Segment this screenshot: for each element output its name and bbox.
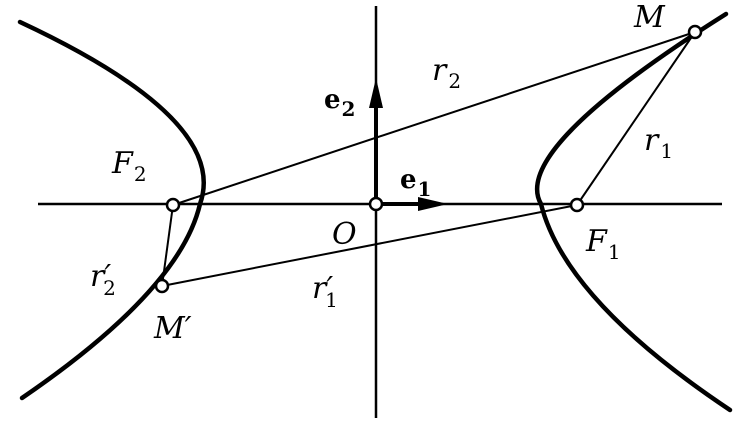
label-e1: e1	[400, 165, 431, 201]
label-r2-prime: r′2	[90, 259, 116, 300]
point-F1	[569, 197, 585, 213]
arrowhead-e1-icon	[418, 197, 448, 211]
label-e2: e2	[324, 85, 355, 121]
label-F1: F1	[585, 224, 621, 264]
label-M-prime: M′	[153, 311, 192, 346]
label-F2: F2	[111, 146, 147, 186]
segment-r2-prime	[161, 204, 174, 287]
segment-r1-prime	[161, 204, 578, 287]
point-M-prime	[154, 278, 170, 294]
segment-r2	[172, 31, 696, 206]
hyperbola-left-branch	[17, 19, 206, 401]
segment-r1	[576, 31, 696, 206]
point-O	[368, 196, 384, 212]
label-O: O	[332, 217, 357, 252]
label-r1-prime: r′1	[312, 271, 338, 312]
arrowhead-e2-icon	[369, 78, 383, 108]
point-F2	[165, 197, 181, 213]
point-M	[687, 24, 703, 40]
label-M: M	[633, 0, 666, 35]
hyperbola-right-branch	[534, 11, 733, 413]
